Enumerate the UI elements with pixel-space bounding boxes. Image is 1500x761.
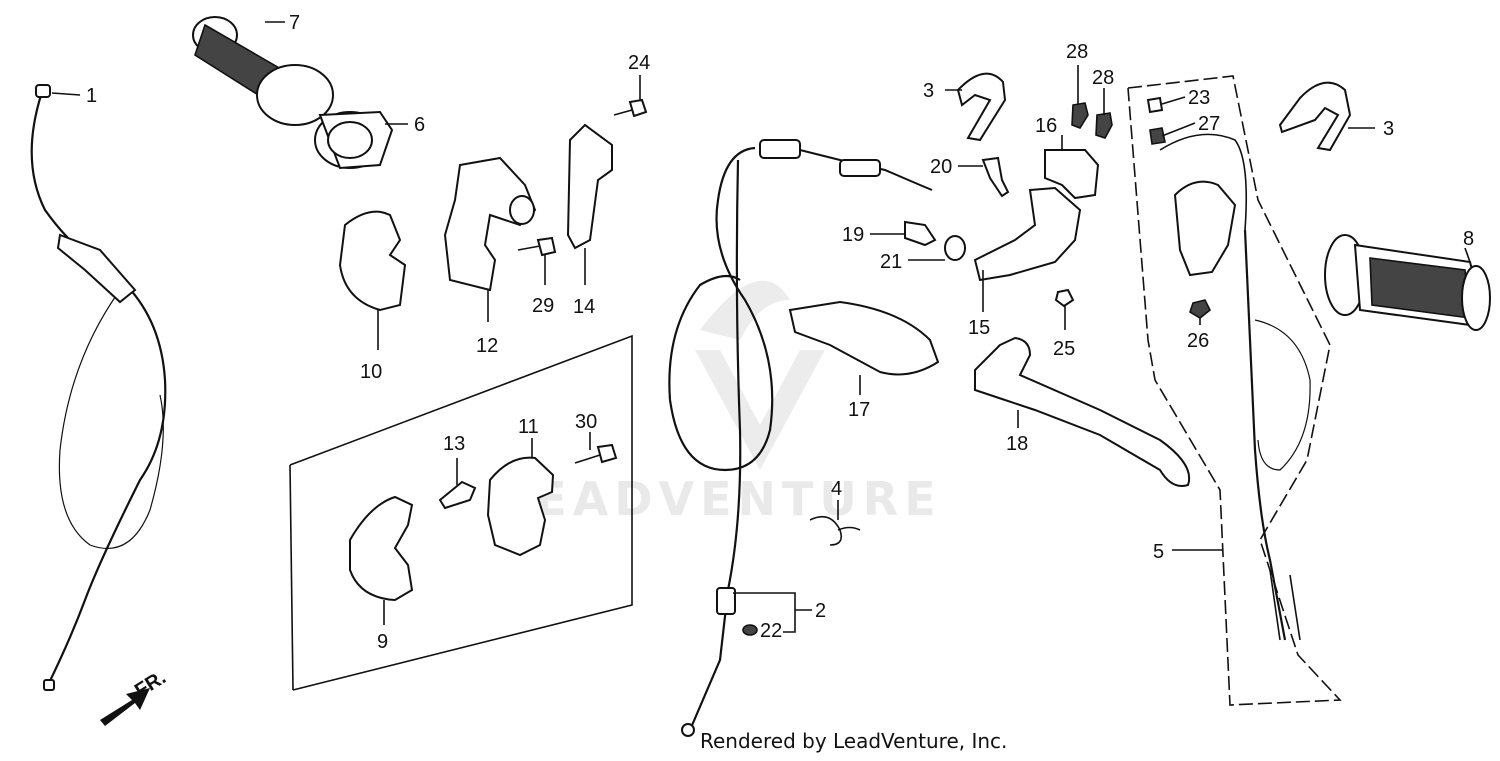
label-11: 11 [518,416,539,438]
label-13: 13 [443,433,465,455]
label-12: 12 [476,335,498,357]
label-26: 26 [1187,330,1209,352]
screw-27 [1149,127,1166,145]
throttle-housing-12 [443,156,537,292]
bolt-30 [574,443,618,464]
screw-20 [981,156,1010,198]
clutch-lever-18 [974,336,1191,487]
label-30: 30 [575,411,597,433]
bolt-28-a [1071,102,1089,129]
group-outline-left [289,334,633,691]
label-19: 19 [842,224,864,246]
bolt-29 [517,236,557,257]
label-24: 24 [628,52,650,74]
label-1: 1 [86,85,97,107]
housing-half-10 [338,210,407,312]
label-2: 2 [815,600,826,622]
nut-26 [1189,299,1212,319]
screw-24 [613,98,648,118]
label-28-b: 28 [1092,67,1114,89]
label-21: 21 [880,251,902,273]
housing-11 [486,456,555,557]
switch-13 [438,480,477,510]
label-28-a: 28 [1066,41,1088,63]
bracket-15 [973,186,1082,282]
label-8: 8 [1463,228,1474,250]
label-14: 14 [573,296,595,318]
switch-assembly-5 [1159,133,1311,641]
holder-16 [1044,149,1100,200]
label-22: 22 [760,620,782,642]
washer-22 [742,624,758,636]
label-4: 4 [831,478,842,500]
label-10: 10 [360,361,382,383]
label-6: 6 [414,114,425,136]
label-20: 20 [930,156,952,178]
nut-21 [944,235,966,261]
bolt-28-b [1095,112,1113,139]
nut-25 [1054,288,1075,308]
label-3-right: 3 [1383,118,1394,140]
label-15: 15 [968,317,990,339]
label-18: 18 [1006,433,1028,455]
throttle-cable [30,84,167,691]
label-27: 27 [1198,113,1220,135]
cover-14 [566,123,613,250]
front-direction-arrow-icon: FR. [100,667,170,726]
label-3-left: 3 [923,80,934,102]
label-9: 9 [377,631,388,653]
part-labels: 1 2 3 3 4 5 6 7 8 9 10 11 12 13 14 15 16… [86,12,1474,653]
label-17: 17 [848,399,870,421]
band-3-left [956,72,1007,142]
label-7: 7 [289,12,300,34]
label-16: 16 [1035,115,1057,137]
label-23: 23 [1188,87,1210,109]
credit-text: Rendered by LeadVenture, Inc. [700,729,1007,753]
harness-4 [809,515,861,546]
label-5: 5 [1153,541,1164,563]
lever-cover-17 [788,300,940,376]
housing-half-9 [349,495,414,602]
leader-lines [51,21,1471,633]
grip-8 [1324,234,1491,331]
watermark: LEADVENTURE [500,280,942,526]
throttle-grip [192,16,394,170]
watermark-text: LEADVENTURE [500,472,942,526]
screw-23 [1146,96,1164,114]
adjuster-19 [904,220,937,247]
label-25: 25 [1053,338,1075,360]
group-outline-right [1127,75,1342,706]
clutch-cable [668,139,933,737]
label-29: 29 [532,295,554,317]
band-3-right [1278,81,1352,152]
